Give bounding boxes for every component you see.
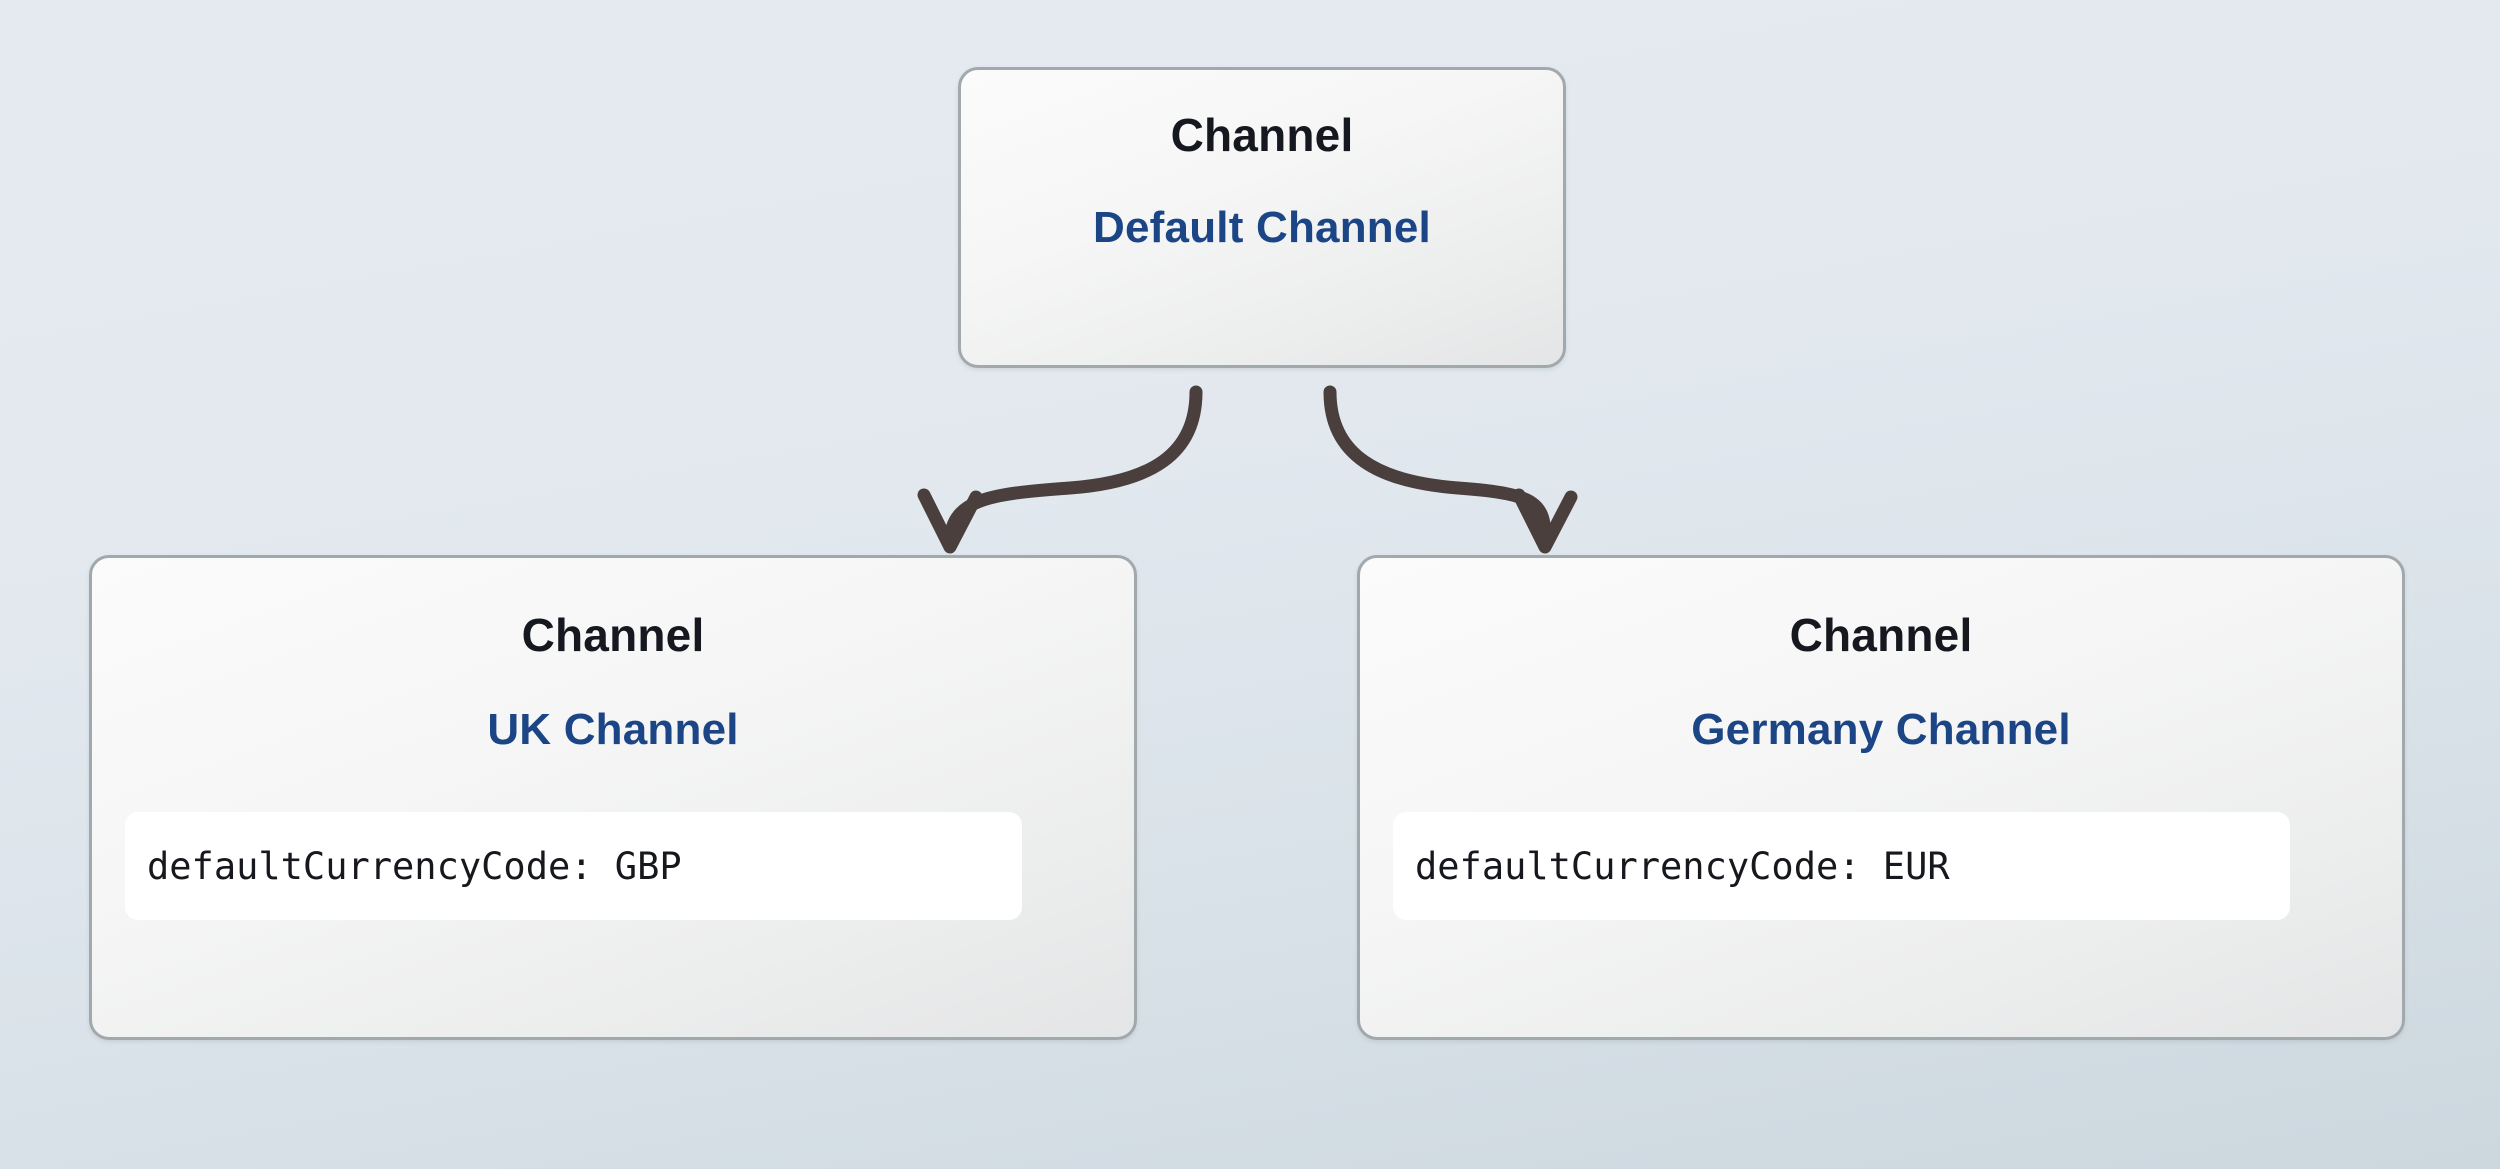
attribute-chip: defaultCurrencyCode: GBP [125,812,1022,920]
node-type-label: Channel [521,609,705,661]
node-attribute-list: defaultCurrencyCode: GBP [59,812,1167,920]
edge-root-to-uk [943,385,1203,552]
node-type-label: Channel [1170,109,1354,161]
attribute-chip: defaultCurrencyCode: EUR [1393,812,2290,920]
edge-root-to-de [1323,385,1552,552]
node-type-label: Channel [1789,609,1973,661]
edge-root-to-de-arrowhead [1512,488,1578,554]
node-germany-channel[interactable]: Channel Germany Channel defaultCurrencyC… [1357,555,2405,1040]
node-name-label: Germany Channel [1691,705,2071,754]
node-uk-channel[interactable]: Channel UK Channel defaultCurrencyCode: … [89,555,1137,1040]
node-default-channel[interactable]: Channel Default Channel [958,67,1566,368]
node-name-label: Default Channel [1093,203,1431,252]
node-attribute-list: defaultCurrencyCode: EUR [1327,812,2435,920]
node-name-label: UK Channel [487,705,739,754]
edge-root-to-uk-arrowhead [917,488,983,554]
